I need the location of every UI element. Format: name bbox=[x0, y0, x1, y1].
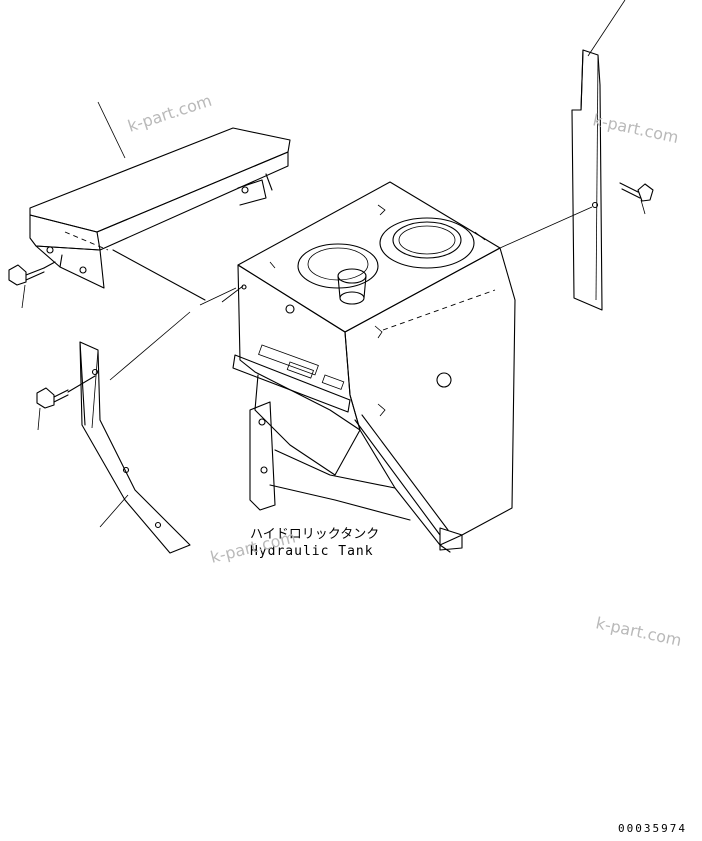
bolt-upper-left bbox=[8, 261, 56, 286]
bolt-right bbox=[619, 182, 654, 202]
tank-top-cover bbox=[29, 127, 291, 301]
watermark-1: k-part.com bbox=[125, 91, 214, 136]
hydraulic-tank bbox=[232, 181, 516, 553]
right-stay-bracket bbox=[571, 49, 603, 311]
watermark-2: k-part.com bbox=[591, 110, 680, 147]
leader-lines bbox=[21, 0, 646, 528]
part-name-jp: ハイドロリックタンク bbox=[250, 527, 379, 542]
drawing-number: 00035974 bbox=[618, 822, 687, 835]
part-name-en: Hydraulic Tank bbox=[250, 544, 374, 559]
bolt-lower-left bbox=[36, 375, 96, 409]
left-stay-bracket bbox=[79, 341, 191, 554]
watermark-4: k-part.com bbox=[594, 613, 683, 650]
